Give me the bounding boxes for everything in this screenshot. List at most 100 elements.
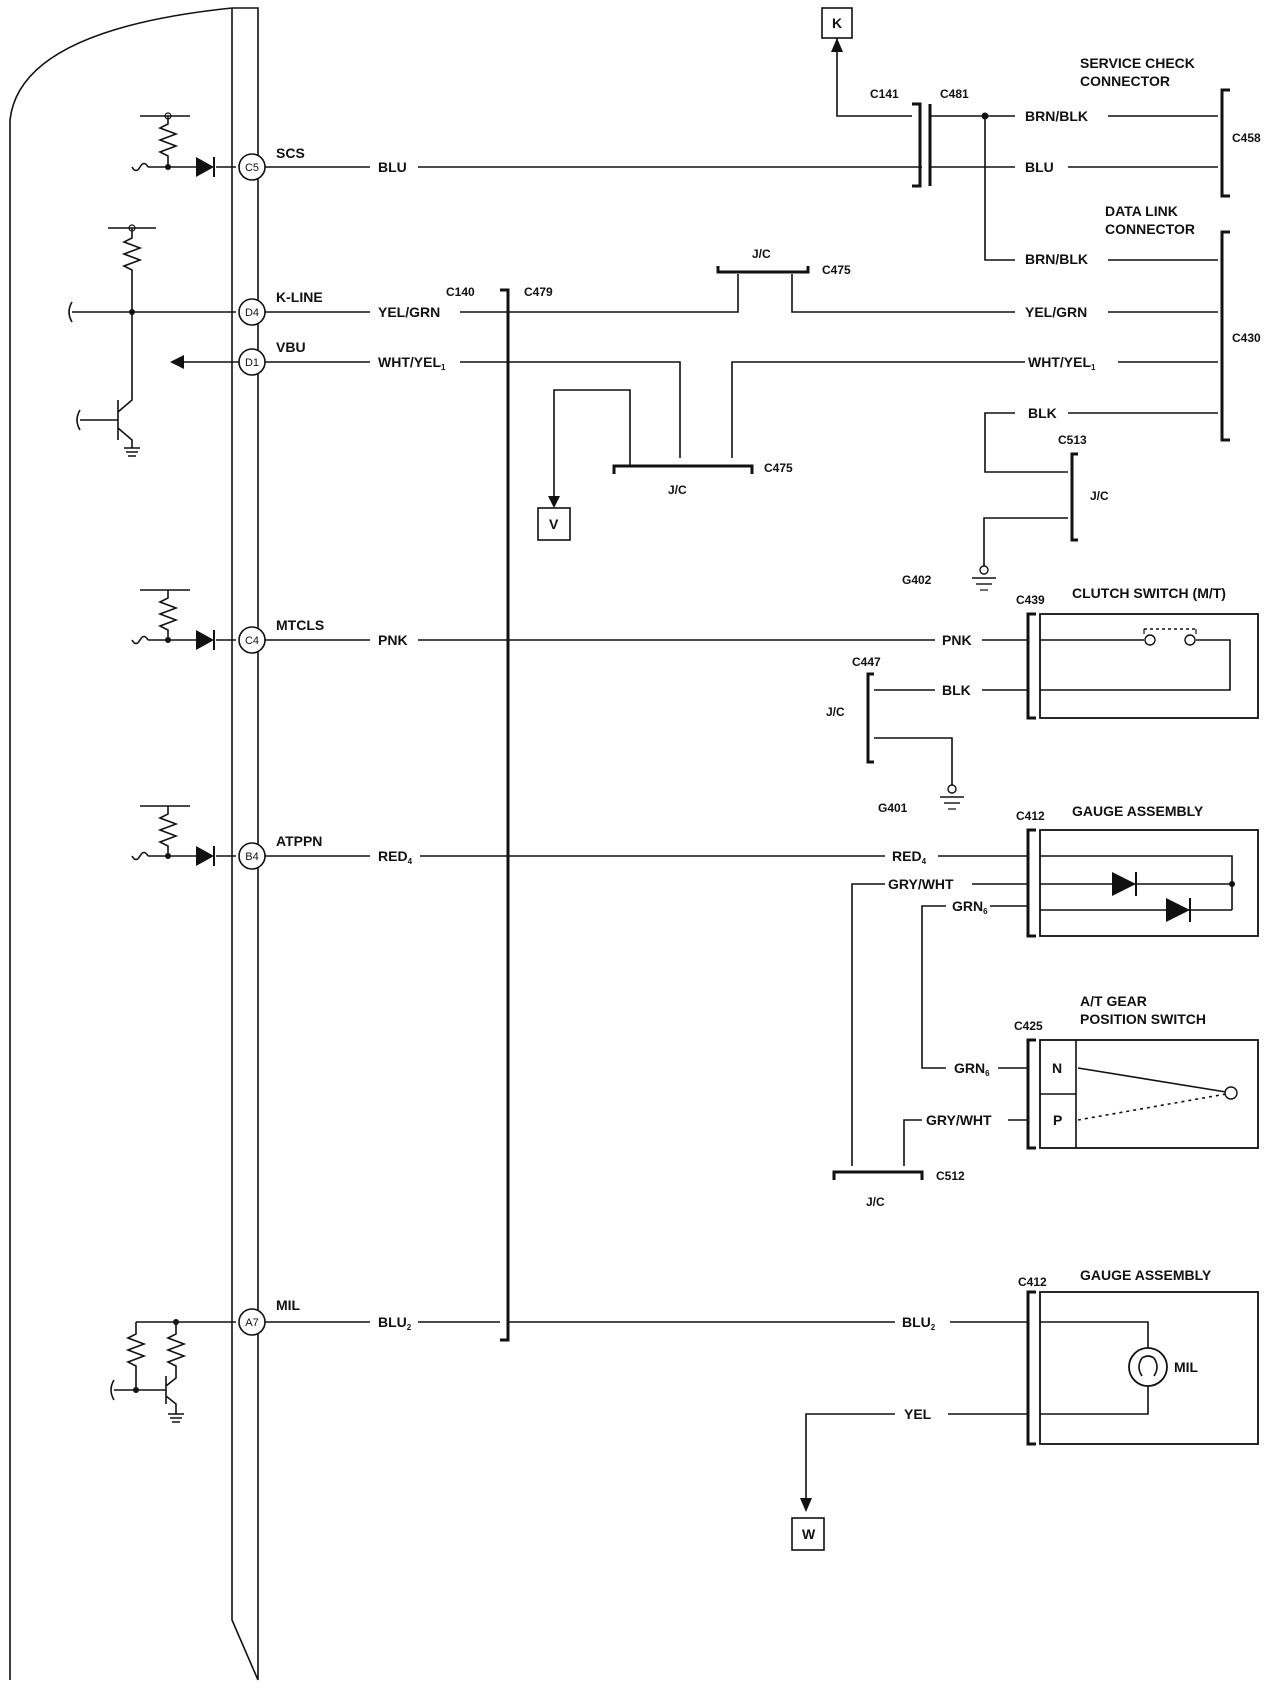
conn-c458: C458 <box>1232 131 1261 145</box>
svg-text:W: W <box>802 1526 816 1542</box>
wire-blu-c458: BLU <box>1025 159 1054 175</box>
connector-c439 <box>1026 612 1036 720</box>
switch-contact-icon <box>1184 634 1196 646</box>
conn-c481: C481 <box>940 87 969 101</box>
wire-brn-blk-1: BRN/BLK <box>1025 108 1088 124</box>
signal-vbu: VBU <box>276 339 306 355</box>
svg-text:K: K <box>832 15 842 31</box>
wire-gry-wht-2: GRY/WHT <box>926 1112 992 1128</box>
conn-c430: C430 <box>1232 331 1261 345</box>
jc-c512 <box>832 1170 924 1180</box>
svg-text:A7: A7 <box>245 1317 258 1329</box>
conn-c479: C479 <box>524 285 553 299</box>
pin-c5: C5 <box>238 153 266 181</box>
wire-pnk-2: PNK <box>942 632 972 648</box>
mil-lamp-icon <box>1128 1347 1168 1387</box>
at-pos-p: P <box>1053 1112 1062 1128</box>
ecm-box <box>9 7 259 1681</box>
pin-d4: D4 <box>238 298 266 326</box>
conn-c412-1: C412 <box>1016 809 1045 823</box>
conn-c425: C425 <box>1014 1019 1043 1033</box>
diode-icon <box>1166 898 1190 922</box>
wire-blk-1: BLK <box>1028 405 1057 421</box>
arrow-down-icon <box>800 1498 812 1512</box>
diode-icon <box>196 157 214 177</box>
clutch-switch-title: CLUTCH SWITCH (M/T) <box>1072 585 1226 601</box>
signal-kline: K-LINE <box>276 289 323 305</box>
signal-mil: MIL <box>276 1297 301 1313</box>
jc-c513 <box>1070 452 1078 542</box>
connector-c140-c479 <box>500 288 510 1342</box>
switch-contact-icon <box>1144 634 1156 646</box>
wire-brn-blk-2: BRN/BLK <box>1025 251 1088 267</box>
conn-c140: C140 <box>446 285 475 299</box>
ground-g401-icon <box>940 784 964 810</box>
pin-b4: B4 <box>238 842 266 870</box>
connector-c430 <box>1220 230 1230 442</box>
connector-c412-2 <box>1026 1290 1036 1446</box>
svg-text:D1: D1 <box>245 357 259 369</box>
gauge-assembly-box-1 <box>1039 829 1259 937</box>
jc-c447 <box>866 672 874 764</box>
jc-label-2: J/C <box>668 483 687 497</box>
mtcls-circuit <box>131 589 236 650</box>
ground-g402: G402 <box>902 573 932 587</box>
data-link-title-2: CONNECTOR <box>1105 221 1195 237</box>
wire-blu-scs: BLU <box>378 159 407 175</box>
conn-c412-2: C412 <box>1018 1275 1047 1289</box>
mil-lamp-label: MIL <box>1174 1359 1199 1375</box>
data-link-title-1: DATA LINK <box>1105 203 1178 219</box>
conn-c141: C141 <box>870 87 899 101</box>
switch-pivot-icon <box>1224 1086 1238 1100</box>
signal-atppn: ATPPN <box>276 833 322 849</box>
conn-c439: C439 <box>1016 593 1045 607</box>
service-check-title-2: CONNECTOR <box>1080 73 1170 89</box>
scs-circuit <box>131 112 236 177</box>
connector-c458 <box>1220 88 1230 198</box>
diode-icon <box>196 846 214 866</box>
svg-text:D4: D4 <box>245 307 259 319</box>
svg-text:C5: C5 <box>245 162 259 174</box>
wire-blu2-2: BLU2 <box>902 1314 936 1332</box>
jc-c475-top <box>716 266 810 274</box>
mil-circuit <box>110 1319 236 1423</box>
ref-w: W <box>791 1517 825 1551</box>
wire-wht-yel-2: WHT/YEL1 <box>1028 354 1096 372</box>
wire-red-1: RED4 <box>378 848 413 866</box>
wire-yel-grn-2: YEL/GRN <box>1025 304 1087 320</box>
gauge-assembly-title-1: GAUGE ASSEMBLY <box>1072 803 1204 819</box>
wire-blu2-1: BLU2 <box>378 1314 412 1332</box>
signal-mtcls: MTCLS <box>276 617 324 633</box>
jc-label-1: J/C <box>752 247 771 261</box>
atppn-circuit <box>131 805 236 866</box>
ground-g402-icon <box>972 565 996 591</box>
wire-pnk-1: PNK <box>378 632 408 648</box>
wire-wht-yel-1: WHT/YEL1 <box>378 354 446 372</box>
connector-c141 <box>912 102 922 188</box>
clutch-switch-box <box>1039 613 1259 719</box>
conn-c475-1: C475 <box>822 263 851 277</box>
conn-c512: C512 <box>936 1169 965 1183</box>
signal-scs: SCS <box>276 145 305 161</box>
kline-circuit <box>68 224 236 457</box>
wire-grn-2: GRN6 <box>954 1060 990 1078</box>
svg-text:V: V <box>549 516 559 532</box>
jc-label-3: J/C <box>1090 489 1109 503</box>
diode-icon <box>196 630 214 650</box>
connector-c425 <box>1026 1038 1036 1150</box>
wire-red-2: RED4 <box>892 848 927 866</box>
wire-blk-2: BLK <box>942 682 971 698</box>
gauge-assembly-title-2: GAUGE ASSEMBLY <box>1080 1267 1212 1283</box>
jc-label-4: J/C <box>826 705 845 719</box>
wire-yel-grn-1: YEL/GRN <box>378 304 440 320</box>
jc-label-5: J/C <box>866 1195 885 1209</box>
gauge-assembly-box-2 <box>1039 1291 1259 1445</box>
diode-icon <box>1112 872 1136 896</box>
conn-c447: C447 <box>852 655 881 669</box>
pin-c4: C4 <box>238 626 266 654</box>
ref-v: V <box>537 507 571 541</box>
arrow-left-icon <box>170 355 184 369</box>
service-check-title-1: SERVICE CHECK <box>1080 55 1195 71</box>
ref-k: K <box>821 7 853 39</box>
